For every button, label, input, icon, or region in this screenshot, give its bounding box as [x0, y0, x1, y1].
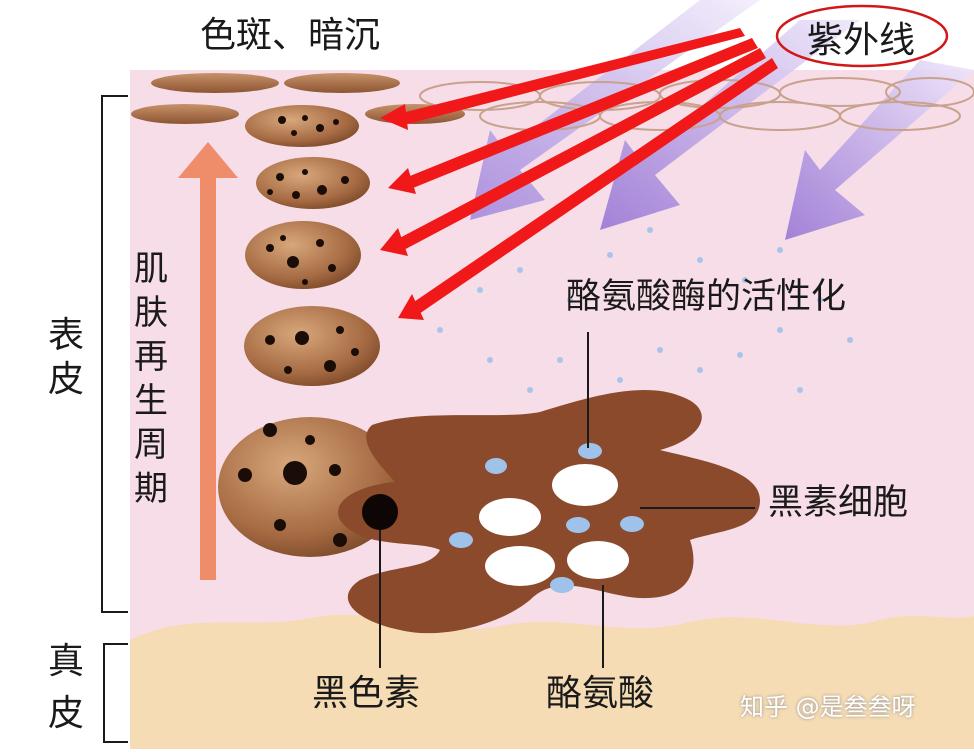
epidermis-char: 皮	[47, 359, 84, 400]
red-arrow	[392, 48, 766, 252]
melanocyte-body	[338, 390, 760, 634]
renewal-char: 期	[134, 469, 168, 509]
dermis-char: 真	[47, 641, 84, 682]
tyrosinase-particles	[437, 227, 853, 393]
renewal-cycle-label: 肌 肤 再 生 周 期	[128, 252, 174, 506]
epidermis-char: 表	[47, 315, 84, 356]
uv-circle	[775, 4, 949, 68]
tyrosine-label: 酪氨酸	[546, 673, 655, 714]
keratinocyte	[244, 306, 380, 386]
spots-label: 色斑、暗沉	[200, 15, 381, 56]
renewal-char: 再	[134, 337, 168, 377]
melanocyte-vesicles	[362, 443, 644, 593]
uv-red-arrows	[380, 28, 778, 320]
epidermis-bracket	[101, 95, 128, 613]
watermark: 知乎 @是叁叁呀	[740, 693, 916, 721]
red-arrow	[390, 28, 745, 126]
renewal-char: 周	[134, 425, 168, 465]
dermis-area	[130, 614, 974, 749]
dermis-bracket	[103, 643, 128, 743]
keratinocyte	[256, 157, 370, 209]
renewal-char: 肌	[134, 249, 168, 289]
melanin-label: 黑色素	[312, 673, 421, 714]
dermis-label: 真 皮	[40, 644, 92, 732]
keratinocyte	[245, 105, 359, 147]
tyrosinase-activation-label: 酪氨酸酶的活性化	[566, 277, 847, 317]
renewal-char: 肤	[134, 293, 168, 333]
uv-ray	[600, 20, 860, 230]
uv-label: 紫外线	[806, 20, 915, 61]
epidermis-label: 表 皮	[40, 318, 92, 398]
red-arrow	[400, 38, 758, 190]
red-arrow	[408, 58, 778, 316]
renewal-arrow	[178, 142, 238, 580]
keratinocyte	[245, 221, 361, 289]
dermis-char: 皮	[47, 693, 84, 734]
renewal-char: 生	[134, 381, 168, 421]
leader-lines	[379, 332, 755, 668]
melanocyte-label: 黑素细胞	[768, 483, 909, 523]
